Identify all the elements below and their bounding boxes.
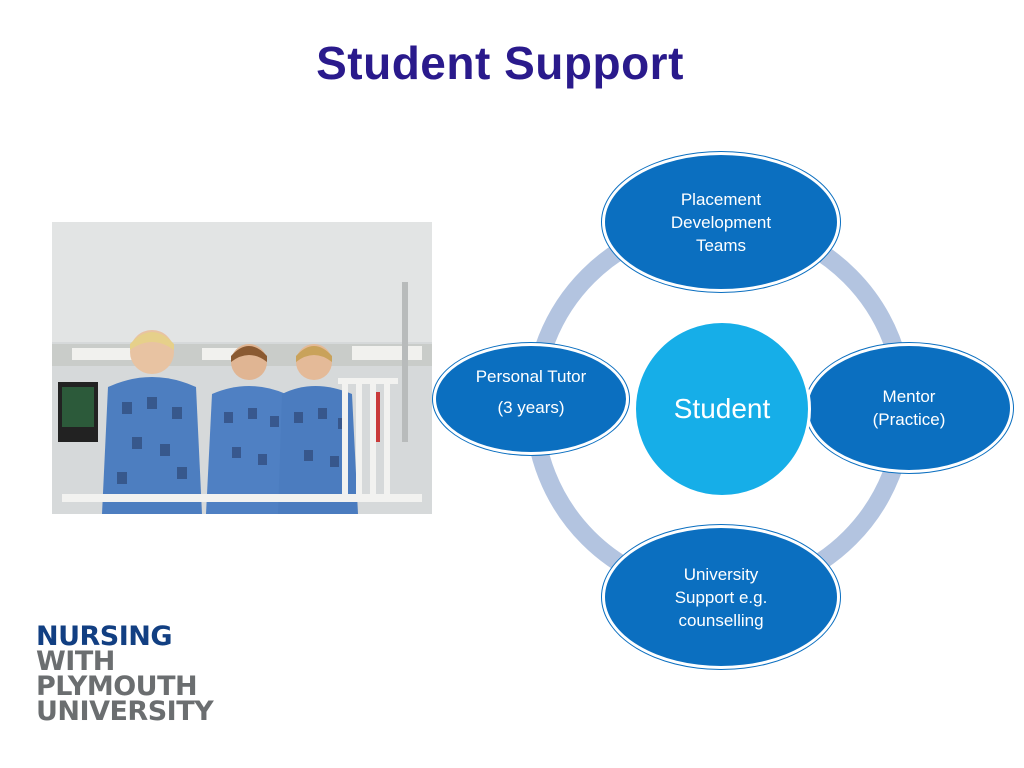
node-line: Support e.g. <box>674 587 768 607</box>
logo-line-university: UNIVERSITY <box>36 696 214 727</box>
node-line: counselling <box>678 610 764 630</box>
node-line: (3 years) <box>497 398 565 417</box>
logo-line-with: WITH <box>36 646 115 677</box>
node-line: Teams <box>695 235 747 255</box>
node-line: Development <box>670 212 772 232</box>
node-line: Placement <box>680 189 762 209</box>
node-university-support: University Support e.g. counselling <box>602 525 840 669</box>
nurses-photo-illustration <box>52 222 432 514</box>
node-line: Mentor <box>882 387 936 406</box>
node-line: Personal Tutor <box>475 367 587 386</box>
node-personal-tutor: Personal Tutor (3 years) <box>433 343 629 455</box>
logo-line-nursing: NURSING <box>36 621 173 652</box>
node-line: University <box>683 564 759 584</box>
student-label: Student <box>673 393 771 424</box>
logo-line-plymouth: PLYMOUTH <box>36 671 198 702</box>
plymouth-university-logo: NURSING WITH PLYMOUTH UNIVERSITY <box>36 621 214 727</box>
nurses-photo <box>52 222 432 514</box>
node-line: (Practice) <box>872 410 946 429</box>
node-student: Student <box>633 320 811 498</box>
slide-title: Student Support <box>316 37 684 89</box>
node-mentor-practice: Mentor (Practice) <box>805 343 1013 473</box>
node-placement-development-teams: Placement Development Teams <box>602 152 840 292</box>
